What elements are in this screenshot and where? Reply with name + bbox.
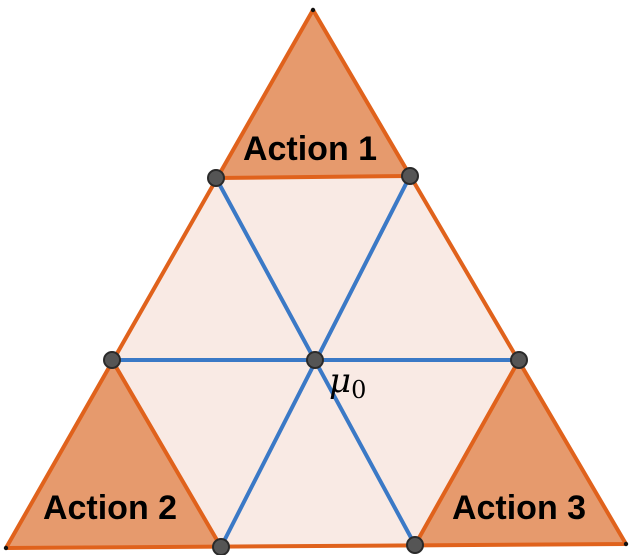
action-1-region — [216, 10, 410, 178]
action-1-boundary — [214, 174, 412, 180]
simplex-vertex-right — [623, 541, 629, 547]
node-top-left — [207, 169, 225, 187]
node-mid-left — [103, 351, 121, 369]
node-mid-right — [510, 351, 528, 369]
simplex-outline — [4, 8, 628, 550]
action-3-boundary — [413, 358, 521, 547]
prior-mu0-label: μ0 — [329, 361, 366, 404]
action-2-boundary — [110, 358, 223, 549]
node-top-right — [401, 167, 419, 185]
simplex-vertex-left — [3, 545, 9, 551]
action-3-label: Action 3 — [452, 489, 586, 527]
action-2-region — [6, 360, 221, 548]
node-bottom-left — [212, 538, 230, 555]
mu-symbol: μ — [329, 361, 351, 401]
action-1-label: Action 1 — [243, 130, 377, 168]
action-3-region — [415, 360, 626, 545]
simplex-vertex-top — [310, 7, 316, 13]
mu-subscript: 0 — [351, 376, 366, 404]
node-bottom-right — [406, 536, 424, 554]
action-2-label: Action 2 — [43, 489, 177, 527]
node-center — [306, 351, 324, 369]
